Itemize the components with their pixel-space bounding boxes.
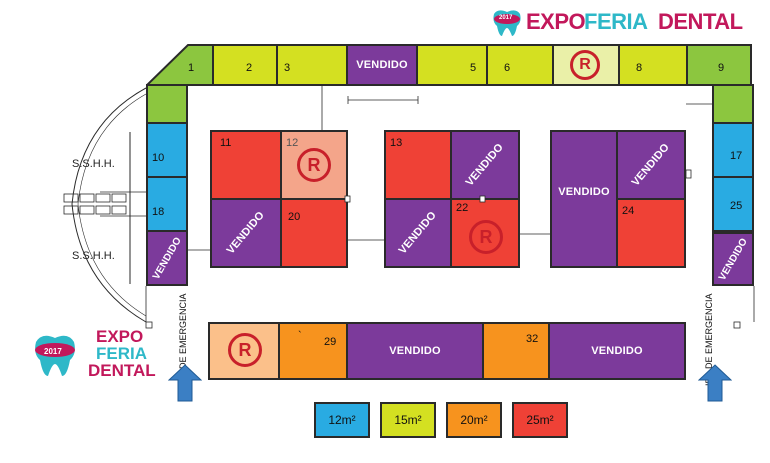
- side-logo-year: 2017: [44, 347, 62, 356]
- tooth-logo-icon: [35, 335, 75, 376]
- booth-2-label: 2: [246, 62, 253, 74]
- logo-expo: EXPO: [526, 9, 586, 34]
- side-logo-line3: DENTAL: [88, 361, 156, 380]
- logo-year: 2017: [499, 15, 513, 21]
- booth-10[interactable]: [146, 122, 188, 178]
- booth-3[interactable]: [276, 44, 348, 86]
- booth-32[interactable]: [482, 322, 550, 380]
- booth-20-label: 20: [288, 211, 301, 223]
- booth-sold-top[interactable]: VENDIDO: [346, 44, 418, 86]
- reserved-icon: R: [228, 333, 262, 367]
- reserved-icon: R: [297, 148, 331, 182]
- side-logo: 2017 EXPO FERIA DENTAL: [30, 327, 156, 382]
- logo-feria: FERIA: [584, 9, 648, 34]
- legend-15m2: 15m²: [380, 402, 436, 438]
- booth-24-label: 24: [622, 205, 635, 217]
- booth-sold-right[interactable]: [712, 232, 754, 286]
- booth-6-label: 6: [504, 62, 511, 74]
- reserved-icon: R: [469, 220, 503, 254]
- arrow-up-icon: [698, 364, 732, 402]
- booth-29-label: 29: [324, 336, 337, 348]
- sold-label-island3-large: VENDIDO: [558, 186, 610, 198]
- booth-tick-mark: `: [298, 330, 302, 342]
- right-green-strip: [712, 84, 754, 124]
- booth-25[interactable]: [712, 176, 754, 232]
- side-logo-line1: EXPO: [96, 327, 144, 346]
- booth-18[interactable]: [146, 176, 188, 232]
- booth-8-label: 8: [636, 62, 643, 74]
- booth-18-label: 18: [152, 206, 165, 218]
- booth-3-label: 3: [284, 62, 291, 74]
- booth-9-label: 9: [718, 62, 725, 74]
- legend-25m2: 25m²: [512, 402, 568, 438]
- booth-1-label: 1: [188, 62, 195, 74]
- reserved-icon: R: [570, 50, 600, 80]
- booth-20[interactable]: [280, 198, 348, 268]
- booth-32-label: 32: [526, 333, 539, 345]
- restroom-label-bottom: S.S.H.H.: [72, 250, 115, 262]
- booth-24[interactable]: [616, 198, 686, 268]
- booth-sold-left[interactable]: [146, 230, 188, 286]
- legend-20m2: 20m²: [446, 402, 502, 438]
- legend-12m2: 12m²: [314, 402, 370, 438]
- booth-12-label: 12: [286, 137, 299, 149]
- restroom-area: [63, 87, 147, 323]
- booth-17-label: 17: [730, 150, 743, 162]
- tooth-logo-icon: [493, 10, 521, 36]
- booth-sold-island2-bottom[interactable]: [384, 198, 452, 268]
- sold-label: VENDIDO: [356, 59, 408, 71]
- booth-22-label: 22: [456, 202, 469, 214]
- booth-5-label: 5: [470, 62, 477, 74]
- restroom-label-top: S.S.H.H.: [72, 158, 115, 170]
- booth-sold-bottom-2[interactable]: VENDIDO: [548, 322, 686, 380]
- booth-13-label: 13: [390, 137, 403, 149]
- booth-11-label: 11: [220, 137, 232, 149]
- side-logo-line2: FERIA: [96, 344, 147, 363]
- booth-9[interactable]: [686, 44, 752, 86]
- arrow-up-icon: [168, 364, 202, 402]
- booth-25-label: 25: [730, 200, 743, 212]
- booth-5[interactable]: [416, 44, 488, 86]
- header-logo: 2017 EXPO FERIA DENTAL: [490, 6, 758, 38]
- booth-10-label: 10: [152, 152, 165, 164]
- logo-dental: DENTAL: [658, 9, 743, 34]
